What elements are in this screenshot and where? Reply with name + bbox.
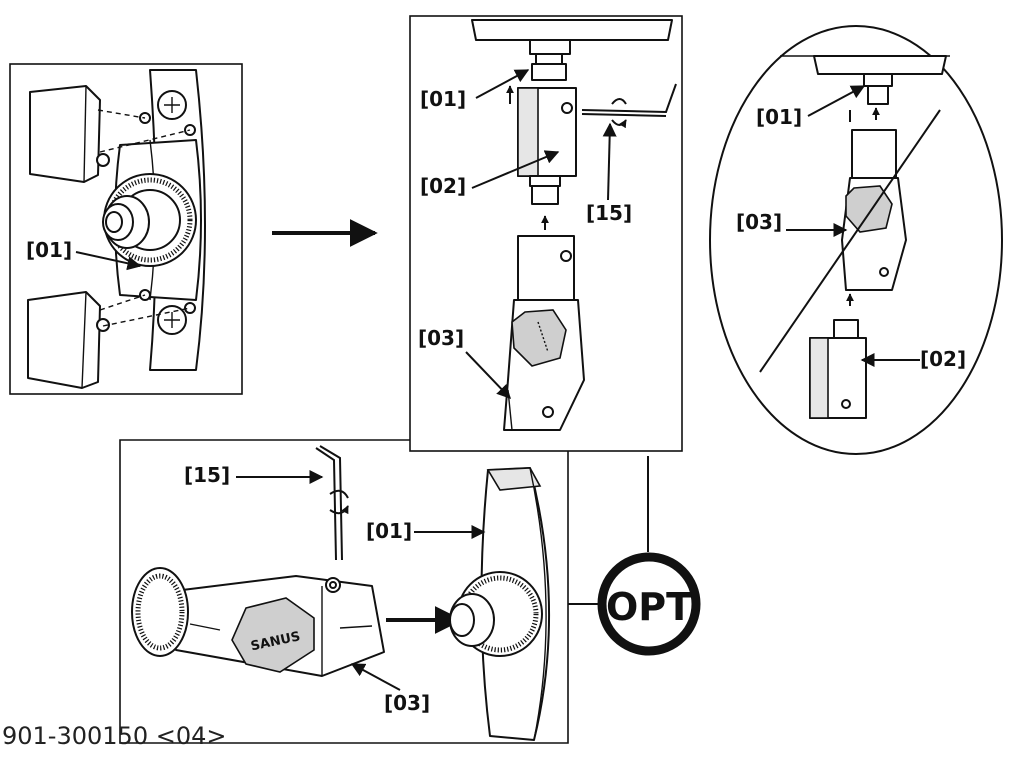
document-code: 901-300150 <04> [2,722,227,750]
panel-prohibited-configuration: [01] [03] [02] [709,25,1003,455]
label-part-02: [02] [420,174,466,198]
leader-part-01 [807,85,866,117]
panel-frame [9,63,243,395]
hex-key-icon [315,445,343,561]
label-part-03: [03] [418,326,464,350]
rotate-arrows-icon [329,489,348,513]
label-part-02: [02] [920,347,966,371]
label-part-15: [15] [184,463,230,487]
leader-part-03 [465,351,511,400]
label-part-15: [15] [586,201,632,225]
label-part-03: [03] [384,691,430,715]
opt-badge: OPT [568,456,701,656]
leader-part-15 [602,122,617,201]
alignment-guide [97,109,191,327]
prohibited-slash-icon [759,109,941,373]
panel-frame [409,15,683,452]
hex-key-icon [581,83,677,117]
tilt-joint: SANUS [131,567,385,677]
tilt-joint [841,129,907,291]
panel-frame [119,439,569,744]
tilt-joint [503,235,585,431]
bracket-body [102,69,206,371]
label-part-01: [01] [756,105,802,129]
leader-part-01 [475,69,530,99]
label-part-01: [01] [366,519,412,543]
opt-badge-text: OPT [606,585,692,629]
prohibited-circle [709,25,1003,455]
ceiling-plate [471,19,673,81]
opt-badge-ring [597,552,701,656]
leader-part-02 [471,150,560,189]
extension-pole [809,319,867,419]
end-cap-top [29,85,110,183]
leader-part-03 [350,663,401,691]
label-part-03: [03] [736,210,782,234]
rotate-arrows-icon [611,98,626,125]
ceiling-plate [780,55,950,105]
extension-pole [517,87,577,205]
end-cap-bottom [27,291,110,389]
label-part-01: [01] [26,238,72,262]
bracket-body [449,467,551,741]
panel-bracket-caps: [01] [9,63,243,395]
panel-vertical-assembly: [01] [02] [15] [03] [409,15,683,452]
leader-part-01 [75,251,142,271]
label-part-01: [01] [420,87,466,111]
panel-horizontal-assembly: SANUS [15] [01] [03] [119,439,569,744]
